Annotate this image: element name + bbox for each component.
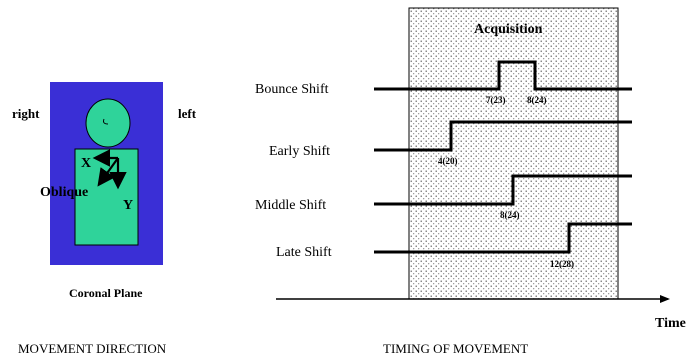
acquisition-label: Acquisition bbox=[474, 22, 543, 37]
acquisition-window bbox=[408, 7, 619, 300]
axis-x-label: X bbox=[81, 156, 91, 171]
signal-late bbox=[374, 222, 632, 254]
right-side-label: right bbox=[12, 106, 40, 121]
left-side-label: left bbox=[178, 106, 197, 121]
marker-early: 4(20) bbox=[438, 156, 458, 166]
plane-label: Coronal Plane bbox=[69, 286, 143, 300]
signal-middle bbox=[374, 174, 632, 206]
oblique-arrow bbox=[97, 157, 119, 187]
body-head bbox=[85, 98, 131, 148]
marker-late: 12(28) bbox=[550, 259, 574, 269]
timing-caption: TIMING OF MOVEMENT bbox=[383, 341, 528, 356]
movement-panel: X Y Oblique right left Coronal Plane MOV… bbox=[12, 82, 197, 356]
head-mark bbox=[103, 118, 109, 125]
row-label-bounce: Bounce Shift bbox=[255, 82, 329, 97]
marker-bounce-start: 7(23) bbox=[486, 95, 506, 105]
signal-early bbox=[374, 120, 632, 152]
time-axis-label: Time bbox=[655, 316, 686, 331]
marker-bounce-end: 8(24) bbox=[527, 95, 547, 105]
row-label-middle: Middle Shift bbox=[255, 198, 326, 213]
movement-caption: MOVEMENT DIRECTION bbox=[18, 341, 167, 356]
axis-y-label: Y bbox=[123, 198, 133, 213]
timing-panel: Acquisition Time Bounce Shift 7(23) 8(24… bbox=[255, 7, 686, 356]
signal-bounce bbox=[374, 60, 632, 91]
axis-oblique-label: Oblique bbox=[40, 185, 88, 200]
marker-middle: 8(24) bbox=[500, 210, 520, 220]
row-label-late: Late Shift bbox=[276, 245, 332, 260]
row-label-early: Early Shift bbox=[269, 144, 330, 159]
